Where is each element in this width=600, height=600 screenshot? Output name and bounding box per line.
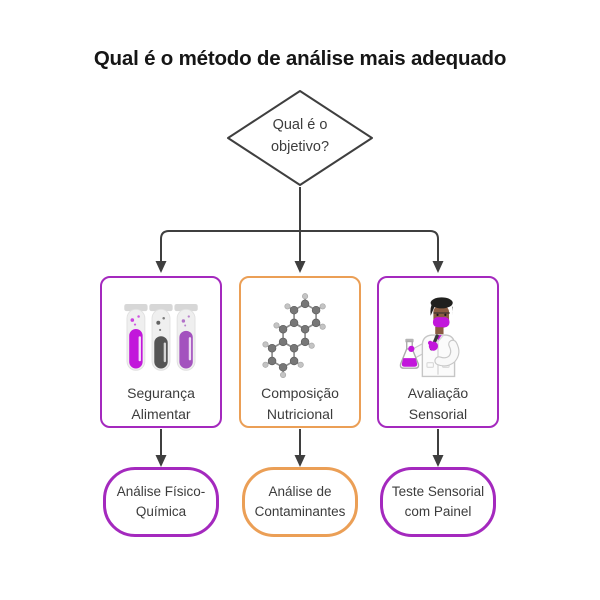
- test-tubes-icon: [124, 303, 198, 371]
- edge-bracket: [160, 230, 439, 262]
- branch-node-seguranca-alimentar: Segurança Alimentar: [100, 276, 222, 428]
- branch-label-line-2: Sensorial: [408, 406, 468, 423]
- molecule-icon: [262, 292, 326, 378]
- result-node-teste-sensorial-com-painel: Teste Sensorial com Painel: [380, 467, 496, 537]
- scientist-icon: [399, 296, 460, 377]
- result-line-1: Análise de: [268, 483, 332, 499]
- arrowhead-result-right: [432, 455, 444, 467]
- result-line-2: com Painel: [404, 504, 472, 519]
- decision-node: Qual é o objetivo?: [225, 114, 375, 158]
- arrowhead-center: [294, 261, 306, 273]
- result-node-analise-fisico-quimica: Análise Físico- Química: [103, 467, 219, 537]
- arrowhead-result-left: [155, 455, 167, 467]
- result-line-1: Teste Sensorial: [391, 483, 485, 499]
- decision-line-2: objetivo?: [270, 139, 330, 155]
- branch-icon-wrap: [392, 291, 484, 380]
- result-node-analise-de-contaminantes: Análise de Contaminantes: [242, 467, 358, 537]
- branch-label: Avaliação Sensorial: [408, 383, 468, 426]
- branch-node-avaliacao-sensorial: Avaliação Sensorial: [377, 276, 499, 428]
- branch-label: Segurança Alimentar: [127, 383, 195, 426]
- decision-line-1: Qual é o: [272, 117, 328, 133]
- branch-label-line-1: Avaliação: [407, 384, 469, 401]
- result-line-1: Análise Físico-: [116, 483, 206, 499]
- branch-icon-wrap: [118, 291, 204, 380]
- branch-icon-wrap: [256, 291, 344, 380]
- decision-diamond-shape: [227, 90, 373, 186]
- result-line-2: Química: [135, 504, 187, 519]
- arrowhead-result-center: [294, 455, 306, 467]
- arrowhead-left: [155, 261, 167, 273]
- branch-node-composicao-nutricional: Composição Nutricional: [239, 276, 361, 428]
- arrowhead-right: [432, 261, 444, 273]
- result-line-2: Contaminantes: [254, 504, 346, 519]
- branch-label-line-2: Alimentar: [131, 406, 191, 423]
- page-title: Qual é o método de análise mais adequado: [93, 47, 507, 70]
- branch-label-line-2: Nutricional: [266, 406, 334, 423]
- branch-label: Composição Nutricional: [261, 383, 339, 426]
- branch-label-line-1: Segurança: [127, 384, 195, 401]
- branch-label-line-1: Composição: [261, 384, 339, 401]
